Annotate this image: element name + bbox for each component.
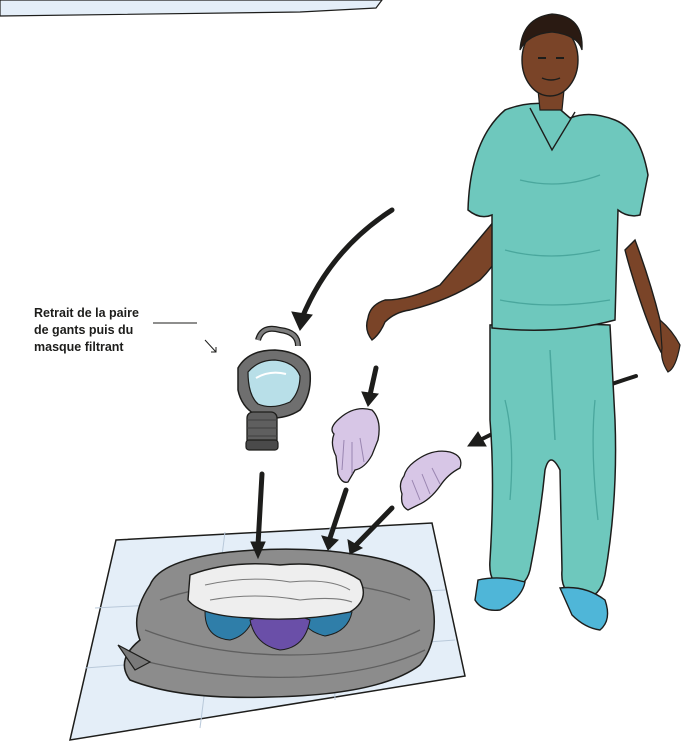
top-sheet <box>0 0 382 16</box>
glove-icon <box>332 409 379 483</box>
glove-icon-2 <box>400 451 460 510</box>
caption-line-2: de gants puis du <box>34 322 194 339</box>
caption: Retrait de la paire de gants puis du mas… <box>34 305 194 356</box>
caption-line-1: Retrait de la paire <box>34 305 194 322</box>
gas-mask-icon <box>238 329 310 450</box>
gown-pile <box>188 564 363 619</box>
caption-line-3: masque filtrant <box>34 339 194 356</box>
